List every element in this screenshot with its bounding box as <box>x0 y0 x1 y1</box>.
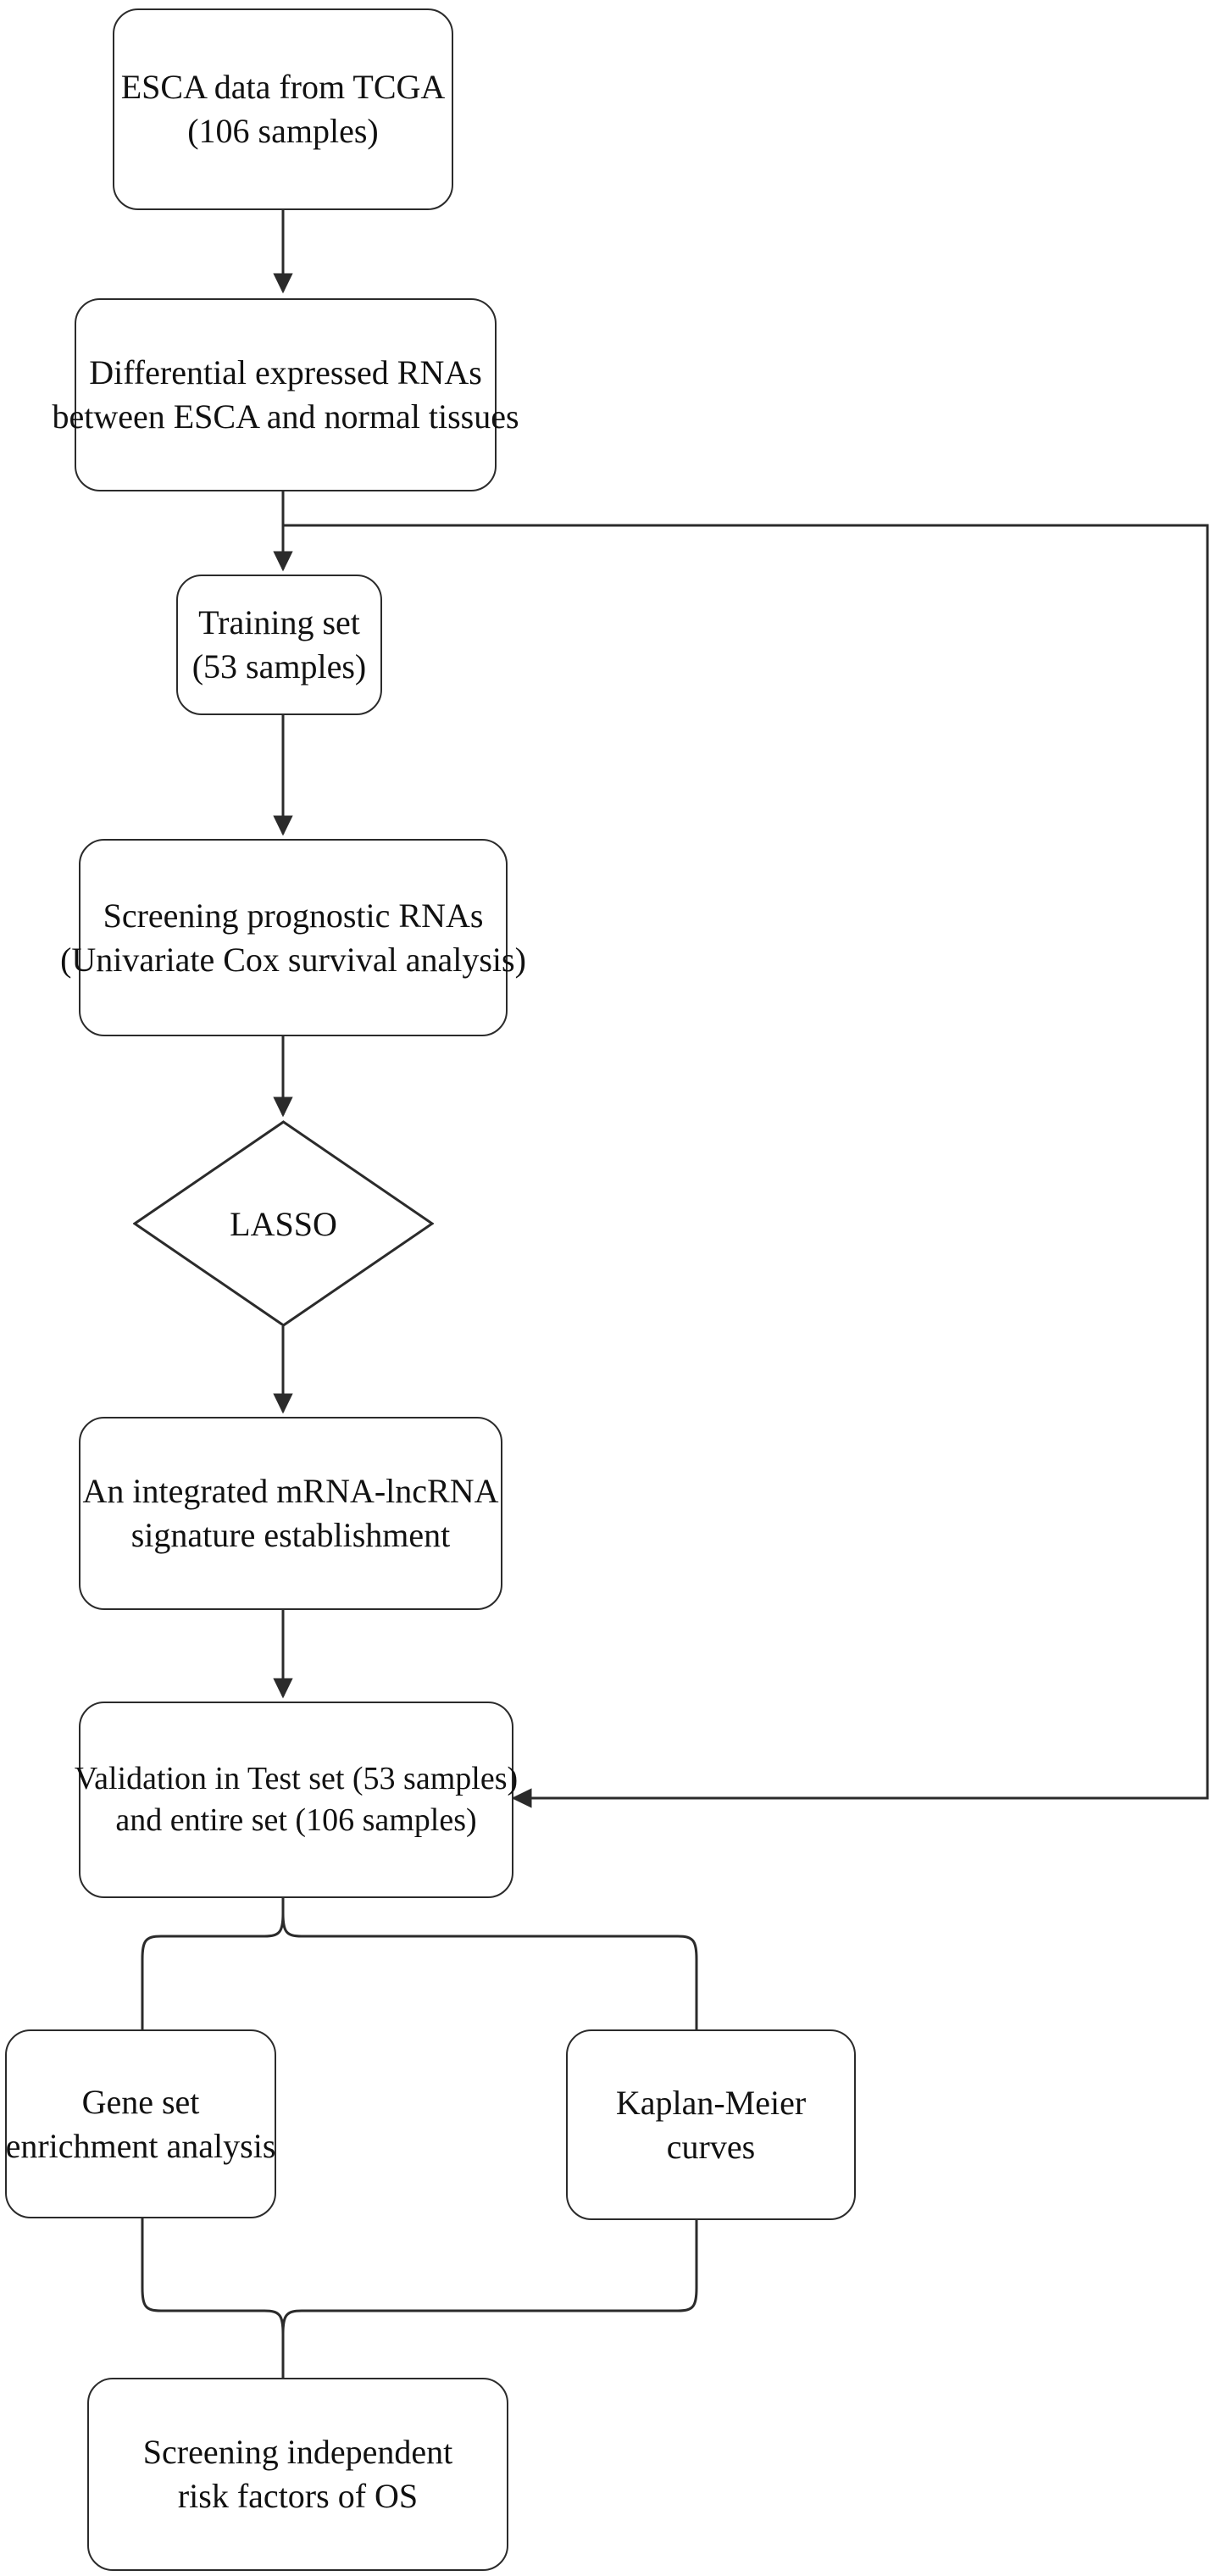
node-kaplan-meier[interactable]: Kaplan-Meier curves <box>566 2029 856 2220</box>
node-kaplan-meier-line-1: Kaplan-Meier <box>615 2083 807 2122</box>
node-validation[interactable]: Validation in Test set (53 samples) and … <box>75 1702 518 1898</box>
node-kaplan-meier-line-2: curves <box>666 2127 756 2166</box>
edge-validation-fork <box>141 1898 285 2029</box>
node-validation-line-2: and entire set (106 samples) <box>115 1802 477 1838</box>
node-screening-prognostic-rnas-line-1: Screening prognostic RNAs <box>103 896 484 935</box>
node-differential-rnas-line-1: Differential expressed RNAs <box>89 353 482 391</box>
node-differential-rnas[interactable]: Differential expressed RNAs between ESCA… <box>52 298 519 491</box>
node-training-set-line-2: (53 samples) <box>191 647 367 686</box>
node-training-set[interactable]: Training set (53 samples) <box>176 575 382 715</box>
node-esca-data-line-2: (106 samples) <box>187 112 379 150</box>
node-validation-line-1: Validation in Test set (53 samples) <box>74 1760 519 1796</box>
node-lasso[interactable]: LASSO <box>133 1120 434 1327</box>
node-signature-establishment[interactable]: An integrated mRNA-lncRNA signature esta… <box>79 1417 502 1610</box>
node-screening-prognostic-rnas-line-2: (Univariate Cox survival analysis) <box>60 940 526 979</box>
node-independent-risk-factors[interactable]: Screening independent risk factors of OS <box>87 2378 508 2571</box>
node-gsea-line-1: Gene set <box>81 2082 200 2121</box>
node-esca-data-line-1: ESCA data from TCGA <box>120 68 446 106</box>
node-esca-data[interactable]: ESCA data from TCGA (106 samples) <box>113 8 453 210</box>
node-independent-risk-factors-line-2: risk factors of OS <box>177 2477 419 2515</box>
edge-gsea-merge <box>141 2218 285 2378</box>
node-signature-establishment-line-1: An integrated mRNA-lncRNA <box>82 1472 499 1510</box>
node-signature-establishment-line-2: signature establishment <box>130 1516 451 1554</box>
node-independent-risk-factors-line-1: Screening independent <box>142 2433 453 2471</box>
node-training-set-line-1: Training set <box>198 603 360 641</box>
node-screening-prognostic-rnas[interactable]: Screening prognostic RNAs (Univariate Co… <box>60 839 526 1036</box>
node-gsea-line-2: enrichment analysis <box>5 2126 276 2165</box>
node-differential-rnas-line-2: between ESCA and normal tissues <box>52 397 519 436</box>
node-gsea[interactable]: Gene set enrichment analysis <box>5 2029 276 2218</box>
edge-validation-fork-right <box>281 1913 698 2029</box>
edge-km-merge <box>281 2220 698 2334</box>
node-lasso-label: LASSO <box>230 1204 337 1243</box>
